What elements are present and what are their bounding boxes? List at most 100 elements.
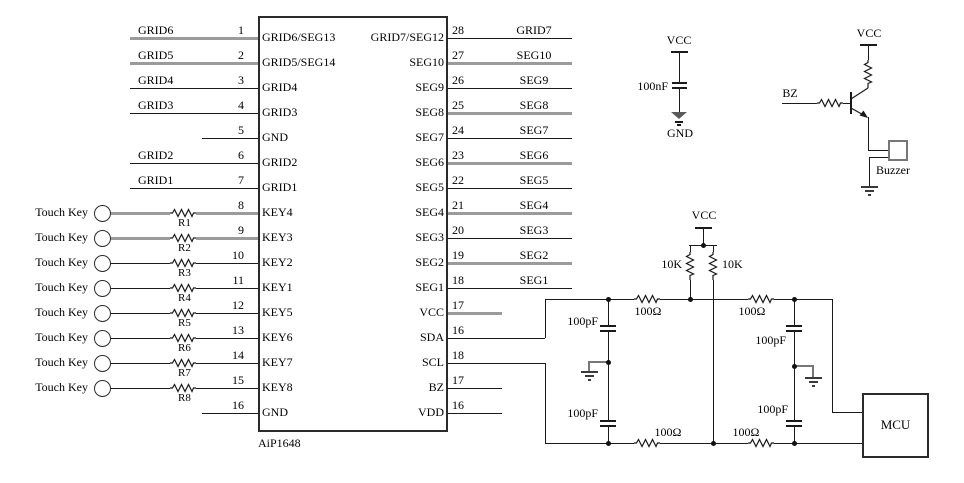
decoration xyxy=(600,420,616,422)
net-label: GRID2 xyxy=(138,148,174,162)
wire xyxy=(608,332,609,420)
net-label: SEG10 xyxy=(516,48,552,62)
pin-number: 16 xyxy=(452,398,464,412)
junction-dot xyxy=(606,441,611,446)
wire xyxy=(690,280,691,299)
decoration xyxy=(170,308,196,318)
decoration xyxy=(786,330,802,332)
pin-label: KEY4 xyxy=(262,205,293,219)
resistor-icon xyxy=(685,252,695,280)
decoration xyxy=(786,425,802,427)
decoration xyxy=(685,252,695,280)
decoration xyxy=(672,87,687,89)
cap-value: 100pF xyxy=(755,333,786,347)
junction-dot xyxy=(792,441,797,446)
net-label: SEG1 xyxy=(519,273,549,287)
decoration xyxy=(170,258,196,268)
pin-label: SEG3 xyxy=(415,230,444,244)
pin-number: 7 xyxy=(238,173,244,187)
pin-label: SEG10 xyxy=(409,55,444,69)
pin-label: SEG8 xyxy=(415,105,444,119)
wire xyxy=(448,188,572,189)
wire xyxy=(588,361,590,371)
wire xyxy=(448,88,572,89)
wire xyxy=(713,245,714,252)
npn-transistor-icon xyxy=(850,87,869,118)
decoration xyxy=(634,294,660,304)
mcu-box: MCU xyxy=(862,393,929,458)
wire xyxy=(679,89,680,112)
wire xyxy=(111,212,170,215)
pin-number: 16 xyxy=(452,323,464,337)
resistor-designator: R7 xyxy=(178,367,191,379)
pin-label: KEY5 xyxy=(262,305,293,319)
decoration xyxy=(817,98,843,108)
pin-number: 13 xyxy=(232,323,244,337)
pin-number: 2 xyxy=(238,48,244,62)
pin-label: GND xyxy=(262,130,288,144)
wire xyxy=(545,299,546,338)
resistor-value: 100Ω xyxy=(738,304,766,318)
decoration xyxy=(850,87,869,100)
wire xyxy=(111,313,170,314)
wire xyxy=(774,299,832,300)
pin-number: 12 xyxy=(232,298,244,312)
junction-dot xyxy=(688,297,693,302)
pin-label: SEG5 xyxy=(415,180,444,194)
touchkey-pad-icon xyxy=(94,330,111,347)
wire xyxy=(868,45,869,60)
decoration xyxy=(868,194,871,196)
wire xyxy=(130,37,258,40)
wire xyxy=(111,237,170,240)
resistor-value: 10K xyxy=(722,257,743,271)
pin-label: GRID5/SEG14 xyxy=(262,55,336,69)
pin-number: 17 xyxy=(452,298,464,312)
wire xyxy=(675,121,683,123)
pin-label: KEY7 xyxy=(262,355,293,369)
decoration xyxy=(809,381,818,383)
pin-number: 9 xyxy=(238,223,244,237)
decoration xyxy=(170,358,196,368)
wire xyxy=(812,365,814,377)
decoration xyxy=(634,438,660,448)
net-label: BZ xyxy=(782,86,798,100)
net-label: SEG6 xyxy=(519,148,549,162)
resistor-icon xyxy=(634,438,660,448)
resistor-value: 10K xyxy=(661,257,682,271)
net-label: GRID6 xyxy=(138,23,174,37)
pin-label: KEY1 xyxy=(262,280,293,294)
wire xyxy=(448,138,572,139)
wire xyxy=(196,313,258,314)
resistor-designator: R3 xyxy=(178,267,191,279)
pin-label: GND xyxy=(262,405,288,419)
wire xyxy=(111,363,170,364)
junction-dot xyxy=(606,360,611,365)
wire xyxy=(448,388,502,389)
net-label: GRID7 xyxy=(516,23,552,37)
gnd-label: GND xyxy=(667,126,693,140)
decoration xyxy=(600,325,616,327)
chip-aip1648-outline xyxy=(258,16,448,432)
decoration xyxy=(708,252,718,280)
wire xyxy=(545,299,634,300)
wire xyxy=(448,363,545,364)
wire xyxy=(448,212,572,215)
junction-dot xyxy=(606,297,611,302)
cap-value: 100nF xyxy=(637,79,668,93)
pin-number: 26 xyxy=(452,73,464,87)
decoration xyxy=(865,190,874,192)
ground-icon xyxy=(671,112,687,119)
pin-number: 10 xyxy=(232,248,244,262)
pin-number: 17 xyxy=(452,373,464,387)
resistor-icon xyxy=(748,438,774,448)
junction-dot xyxy=(792,297,797,302)
wire xyxy=(869,157,888,158)
net-label: GRID3 xyxy=(138,98,174,112)
net-label: GRID1 xyxy=(138,173,174,187)
pin-label: GRID1 xyxy=(262,180,298,194)
wire xyxy=(774,443,862,444)
pin-number: 16 xyxy=(232,398,244,412)
junction-dot xyxy=(711,441,716,446)
decoration xyxy=(170,233,196,243)
wire xyxy=(196,212,258,215)
